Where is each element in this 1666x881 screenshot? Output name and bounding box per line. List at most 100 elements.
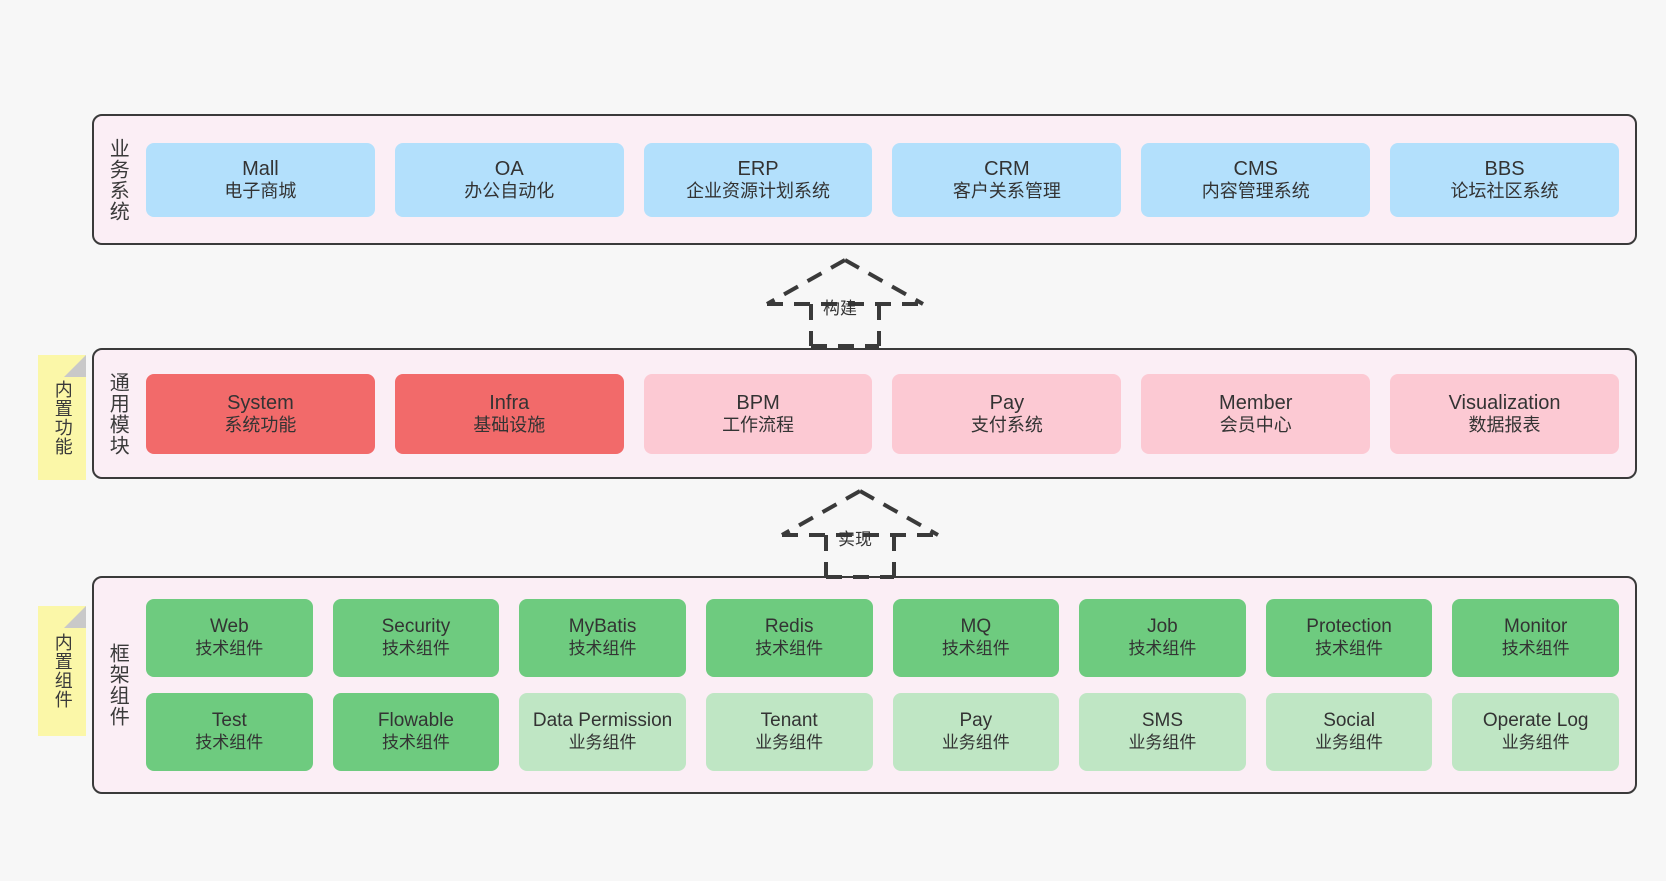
card-title: BBS xyxy=(1484,157,1525,180)
card-subtitle: 技术组件 xyxy=(381,639,450,659)
component-card-web[interactable]: Web 技术组件 xyxy=(146,599,313,677)
card-subtitle: 技术组件 xyxy=(568,639,637,659)
business-card-bbs[interactable]: BBS 论坛社区系统 xyxy=(1390,142,1619,217)
card-title: Redis xyxy=(764,616,814,638)
card-subtitle: 电子商城 xyxy=(224,180,297,201)
module-card-bpm[interactable]: BPM 工作流程 xyxy=(643,373,873,454)
sticky-note-builtin-features: 内置功能 xyxy=(38,355,86,480)
card-title: OA xyxy=(494,157,524,180)
card-subtitle: 技术组件 xyxy=(195,733,264,753)
card-title: Visualization xyxy=(1448,391,1561,414)
component-card-flowable[interactable]: Flowable 技术组件 xyxy=(332,693,500,771)
component-card-mq[interactable]: MQ 技术组件 xyxy=(892,599,1060,677)
card-title: Infra xyxy=(489,391,530,414)
card-subtitle: 业务组件 xyxy=(941,733,1010,753)
card-title: System xyxy=(227,391,294,414)
sticky-note-label: 内置组件 xyxy=(52,633,73,709)
component-card-security[interactable]: Security 技术组件 xyxy=(332,599,500,677)
card-subtitle: 技术组件 xyxy=(381,733,450,753)
connector-build: 构建 xyxy=(755,256,935,348)
layer-label-framework-components: 框架组件 xyxy=(106,643,129,727)
module-card-pay[interactable]: Pay 支付系统 xyxy=(892,373,1122,454)
card-subtitle: 业务组件 xyxy=(568,733,637,753)
component-card-data-permission[interactable]: Data Permission 业务组件 xyxy=(519,693,686,771)
component-card-test[interactable]: Test 技术组件 xyxy=(146,693,313,771)
layer-label-business-system: 业务系统 xyxy=(106,137,129,222)
generalization-arrowhead-right xyxy=(844,258,924,306)
card-title: Mall xyxy=(242,157,279,180)
card-subtitle: 工作流程 xyxy=(722,414,795,435)
card-subtitle: 会员中心 xyxy=(1219,414,1292,435)
card-subtitle: 企业资源计划系统 xyxy=(686,180,831,201)
card-subtitle: 论坛社区系统 xyxy=(1450,180,1559,201)
layer-body-framework-components: Web 技术组件 Security 技术组件 MyBatis 技术组件 Redi… xyxy=(140,578,1635,792)
connector-label-build: 构建 xyxy=(823,299,857,318)
module-card-member[interactable]: Member 会员中心 xyxy=(1141,373,1371,454)
business-card-crm[interactable]: CRM 客户关系管理 xyxy=(892,142,1122,217)
component-card-job[interactable]: Job 技术组件 xyxy=(1079,599,1246,677)
connector-implement: 实现 xyxy=(770,487,950,579)
business-card-mall[interactable]: Mall 电子商城 xyxy=(146,142,375,217)
sticky-note-label: 内置功能 xyxy=(52,379,73,456)
business-card-erp[interactable]: ERP 企业资源计划系统 xyxy=(643,142,873,217)
component-card-social[interactable]: Social 业务组件 xyxy=(1265,693,1433,771)
component-card-sms[interactable]: SMS 业务组件 xyxy=(1079,693,1246,771)
generalization-arrowhead-left xyxy=(781,489,861,537)
module-card-system[interactable]: System 系统功能 xyxy=(146,373,375,454)
framework-business-row: Test 技术组件 Flowable 技术组件 Data Permission … xyxy=(146,693,1619,771)
card-title: Tenant xyxy=(760,710,818,732)
component-card-tenant[interactable]: Tenant 业务组件 xyxy=(705,693,873,771)
card-subtitle: 技术组件 xyxy=(1501,639,1570,659)
component-card-monitor[interactable]: Monitor 技术组件 xyxy=(1452,599,1619,677)
card-subtitle: 技术组件 xyxy=(1128,639,1197,659)
connector-label-implement: 实现 xyxy=(838,530,872,549)
layer-label-common-modules: 通用模块 xyxy=(106,371,129,456)
component-card-redis[interactable]: Redis 技术组件 xyxy=(705,599,873,677)
card-subtitle: 业务组件 xyxy=(1128,733,1197,753)
component-card-protection[interactable]: Protection 技术组件 xyxy=(1265,599,1433,677)
common-modules-row: System 系统功能 Infra 基础设施 BPM 工作流程 Pay 支付系统… xyxy=(146,373,1619,454)
generalization-arrowhead-right xyxy=(859,489,939,537)
card-title: Social xyxy=(1323,710,1375,732)
framework-tech-row: Web 技术组件 Security 技术组件 MyBatis 技术组件 Redi… xyxy=(146,599,1619,677)
layer-common-modules: 通用模块 System 系统功能 Infra 基础设施 BPM 工作流程 Pay xyxy=(92,348,1637,479)
card-title: ERP xyxy=(737,157,779,180)
card-subtitle: 数据报表 xyxy=(1468,414,1541,435)
card-title: CMS xyxy=(1233,157,1278,180)
card-subtitle: 基础设施 xyxy=(473,414,546,435)
card-title: SMS xyxy=(1141,710,1184,732)
card-title: Monitor xyxy=(1504,616,1568,638)
card-subtitle: 系统功能 xyxy=(224,414,297,435)
business-card-oa[interactable]: OA 办公自动化 xyxy=(394,142,624,217)
card-title: BPM xyxy=(736,391,780,414)
component-card-mybatis[interactable]: MyBatis 技术组件 xyxy=(519,599,686,677)
sticky-note-builtin-components: 内置组件 xyxy=(38,606,86,736)
business-system-row: Mall 电子商城 OA 办公自动化 ERP 企业资源计划系统 CRM 客户关系… xyxy=(146,142,1619,217)
card-subtitle: 技术组件 xyxy=(195,639,264,659)
card-title: MyBatis xyxy=(568,616,637,638)
card-subtitle: 内容管理系统 xyxy=(1201,180,1310,201)
layer-framework-components: 框架组件 Web 技术组件 Security 技术组件 MyBatis 技术组件… xyxy=(92,576,1637,794)
business-card-cms[interactable]: CMS 内容管理系统 xyxy=(1141,142,1371,217)
card-subtitle: 技术组件 xyxy=(941,639,1010,659)
card-subtitle: 业务组件 xyxy=(755,733,824,753)
module-card-infra[interactable]: Infra 基础设施 xyxy=(394,373,624,454)
card-subtitle: 技术组件 xyxy=(1315,639,1384,659)
component-card-pay[interactable]: Pay 业务组件 xyxy=(892,693,1060,771)
layer-body-common-modules: System 系统功能 Infra 基础设施 BPM 工作流程 Pay 支付系统… xyxy=(140,350,1635,477)
card-title: Pay xyxy=(989,391,1025,414)
layer-body-business-system: Mall 电子商城 OA 办公自动化 ERP 企业资源计划系统 CRM 客户关系… xyxy=(140,116,1635,243)
card-subtitle: 技术组件 xyxy=(755,639,824,659)
card-subtitle: 业务组件 xyxy=(1501,733,1570,753)
module-card-visualization[interactable]: Visualization 数据报表 xyxy=(1390,373,1619,454)
card-title: Web xyxy=(209,616,249,638)
generalization-arrowhead-left xyxy=(766,258,846,306)
card-title: Member xyxy=(1219,391,1293,414)
card-subtitle: 客户关系管理 xyxy=(952,180,1061,201)
card-title: Security xyxy=(381,616,451,638)
card-title: Data Permission xyxy=(532,710,673,732)
card-title: Operate Log xyxy=(1482,710,1589,732)
card-title: Job xyxy=(1147,616,1178,638)
component-card-operate-log[interactable]: Operate Log 业务组件 xyxy=(1452,693,1619,771)
